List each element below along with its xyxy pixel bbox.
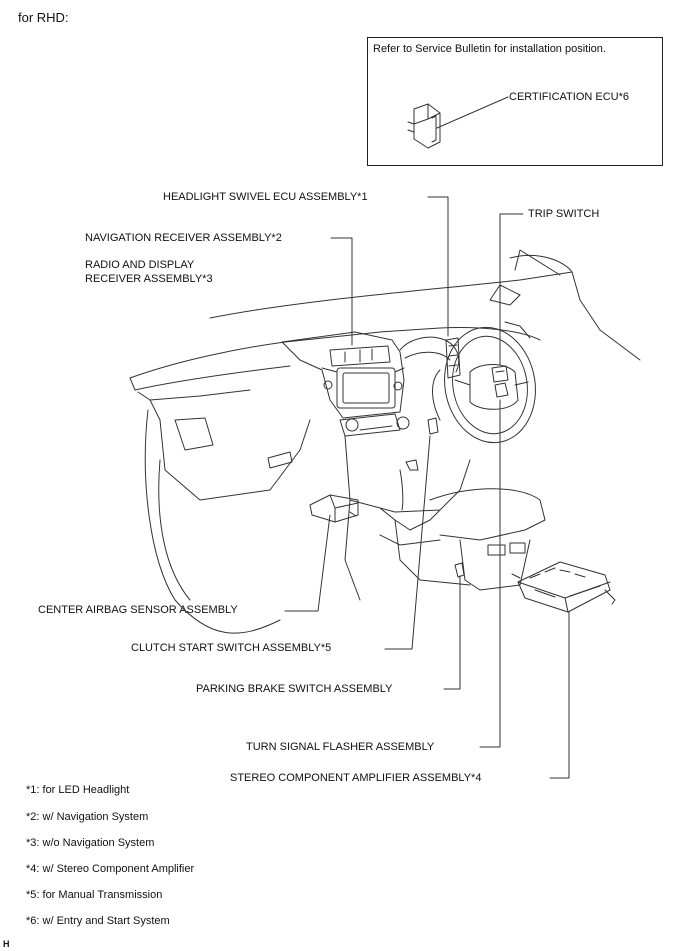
radio-display-label-line2: RECEIVER ASSEMBLY*3	[85, 273, 213, 285]
trip-switch-label: TRIP SWITCH	[528, 208, 600, 220]
certification-ecu-label: CERTIFICATION ECU*6	[509, 91, 629, 103]
radio-display-label-line1: RADIO AND DISPLAY	[85, 259, 195, 271]
clutch-start-switch	[427, 417, 439, 435]
stereo-amplifier	[517, 561, 611, 613]
stereo-amplifier-label: STEREO COMPONENT AMPLIFIER ASSEMBLY*4	[230, 772, 482, 784]
leader-trip-switch	[499, 213, 524, 366]
inset-note: Refer to Service Bulletin for installati…	[373, 43, 606, 55]
leader-certification-ecu	[436, 96, 509, 129]
leader-headlight-swivel	[427, 196, 449, 337]
glove-box	[149, 399, 311, 501]
footnote-2: *2: w/ Navigation System	[26, 811, 149, 823]
leader-clutch-start	[384, 435, 431, 650]
clutch-start-switch-label: CLUTCH START SWITCH ASSEMBLY*5	[131, 642, 332, 654]
headlight-swivel-ecu	[445, 337, 461, 379]
navigation-screen	[336, 367, 396, 409]
leader-center-airbag	[284, 514, 331, 612]
certification-ecu-inset	[367, 37, 663, 166]
center-stack	[281, 331, 405, 419]
trip-switch	[491, 365, 509, 383]
center-airbag-sensor	[309, 494, 359, 523]
turn-signal-flasher-label: TURN SIGNAL FLASHER ASSEMBLY	[246, 741, 435, 753]
leader-parking-brake	[443, 575, 461, 690]
headlight-swivel-ecu-label: HEADLIGHT SWIVEL ECU ASSEMBLY*1	[163, 191, 368, 203]
navigation-receiver-label: NAVIGATION RECEIVER ASSEMBLY*2	[85, 232, 282, 244]
footnote-6: *6: w/ Entry and Start System	[26, 915, 170, 927]
center-console	[344, 435, 471, 513]
leader-navigation-receiver	[330, 237, 353, 346]
leader-turn-signal	[479, 399, 501, 748]
parking-brake-switch	[454, 562, 465, 578]
footnote-5: *5: for Manual Transmission	[26, 889, 163, 901]
parking-brake-switch-label: PARKING BRAKE SWITCH ASSEMBLY	[196, 683, 393, 695]
leader-stereo-amplifier	[549, 611, 570, 779]
footnote-1: *1: for LED Headlight	[26, 784, 130, 796]
steering-wheel	[444, 326, 536, 444]
figure-code: H	[3, 939, 10, 949]
windshield-edge	[209, 271, 641, 361]
footnote-3: *3: w/o Navigation System	[26, 837, 155, 849]
page-title: for RHD:	[18, 10, 69, 25]
certification-ecu-module	[407, 103, 441, 149]
footnote-4: *4: w/ Stereo Component Amplifier	[26, 863, 195, 875]
